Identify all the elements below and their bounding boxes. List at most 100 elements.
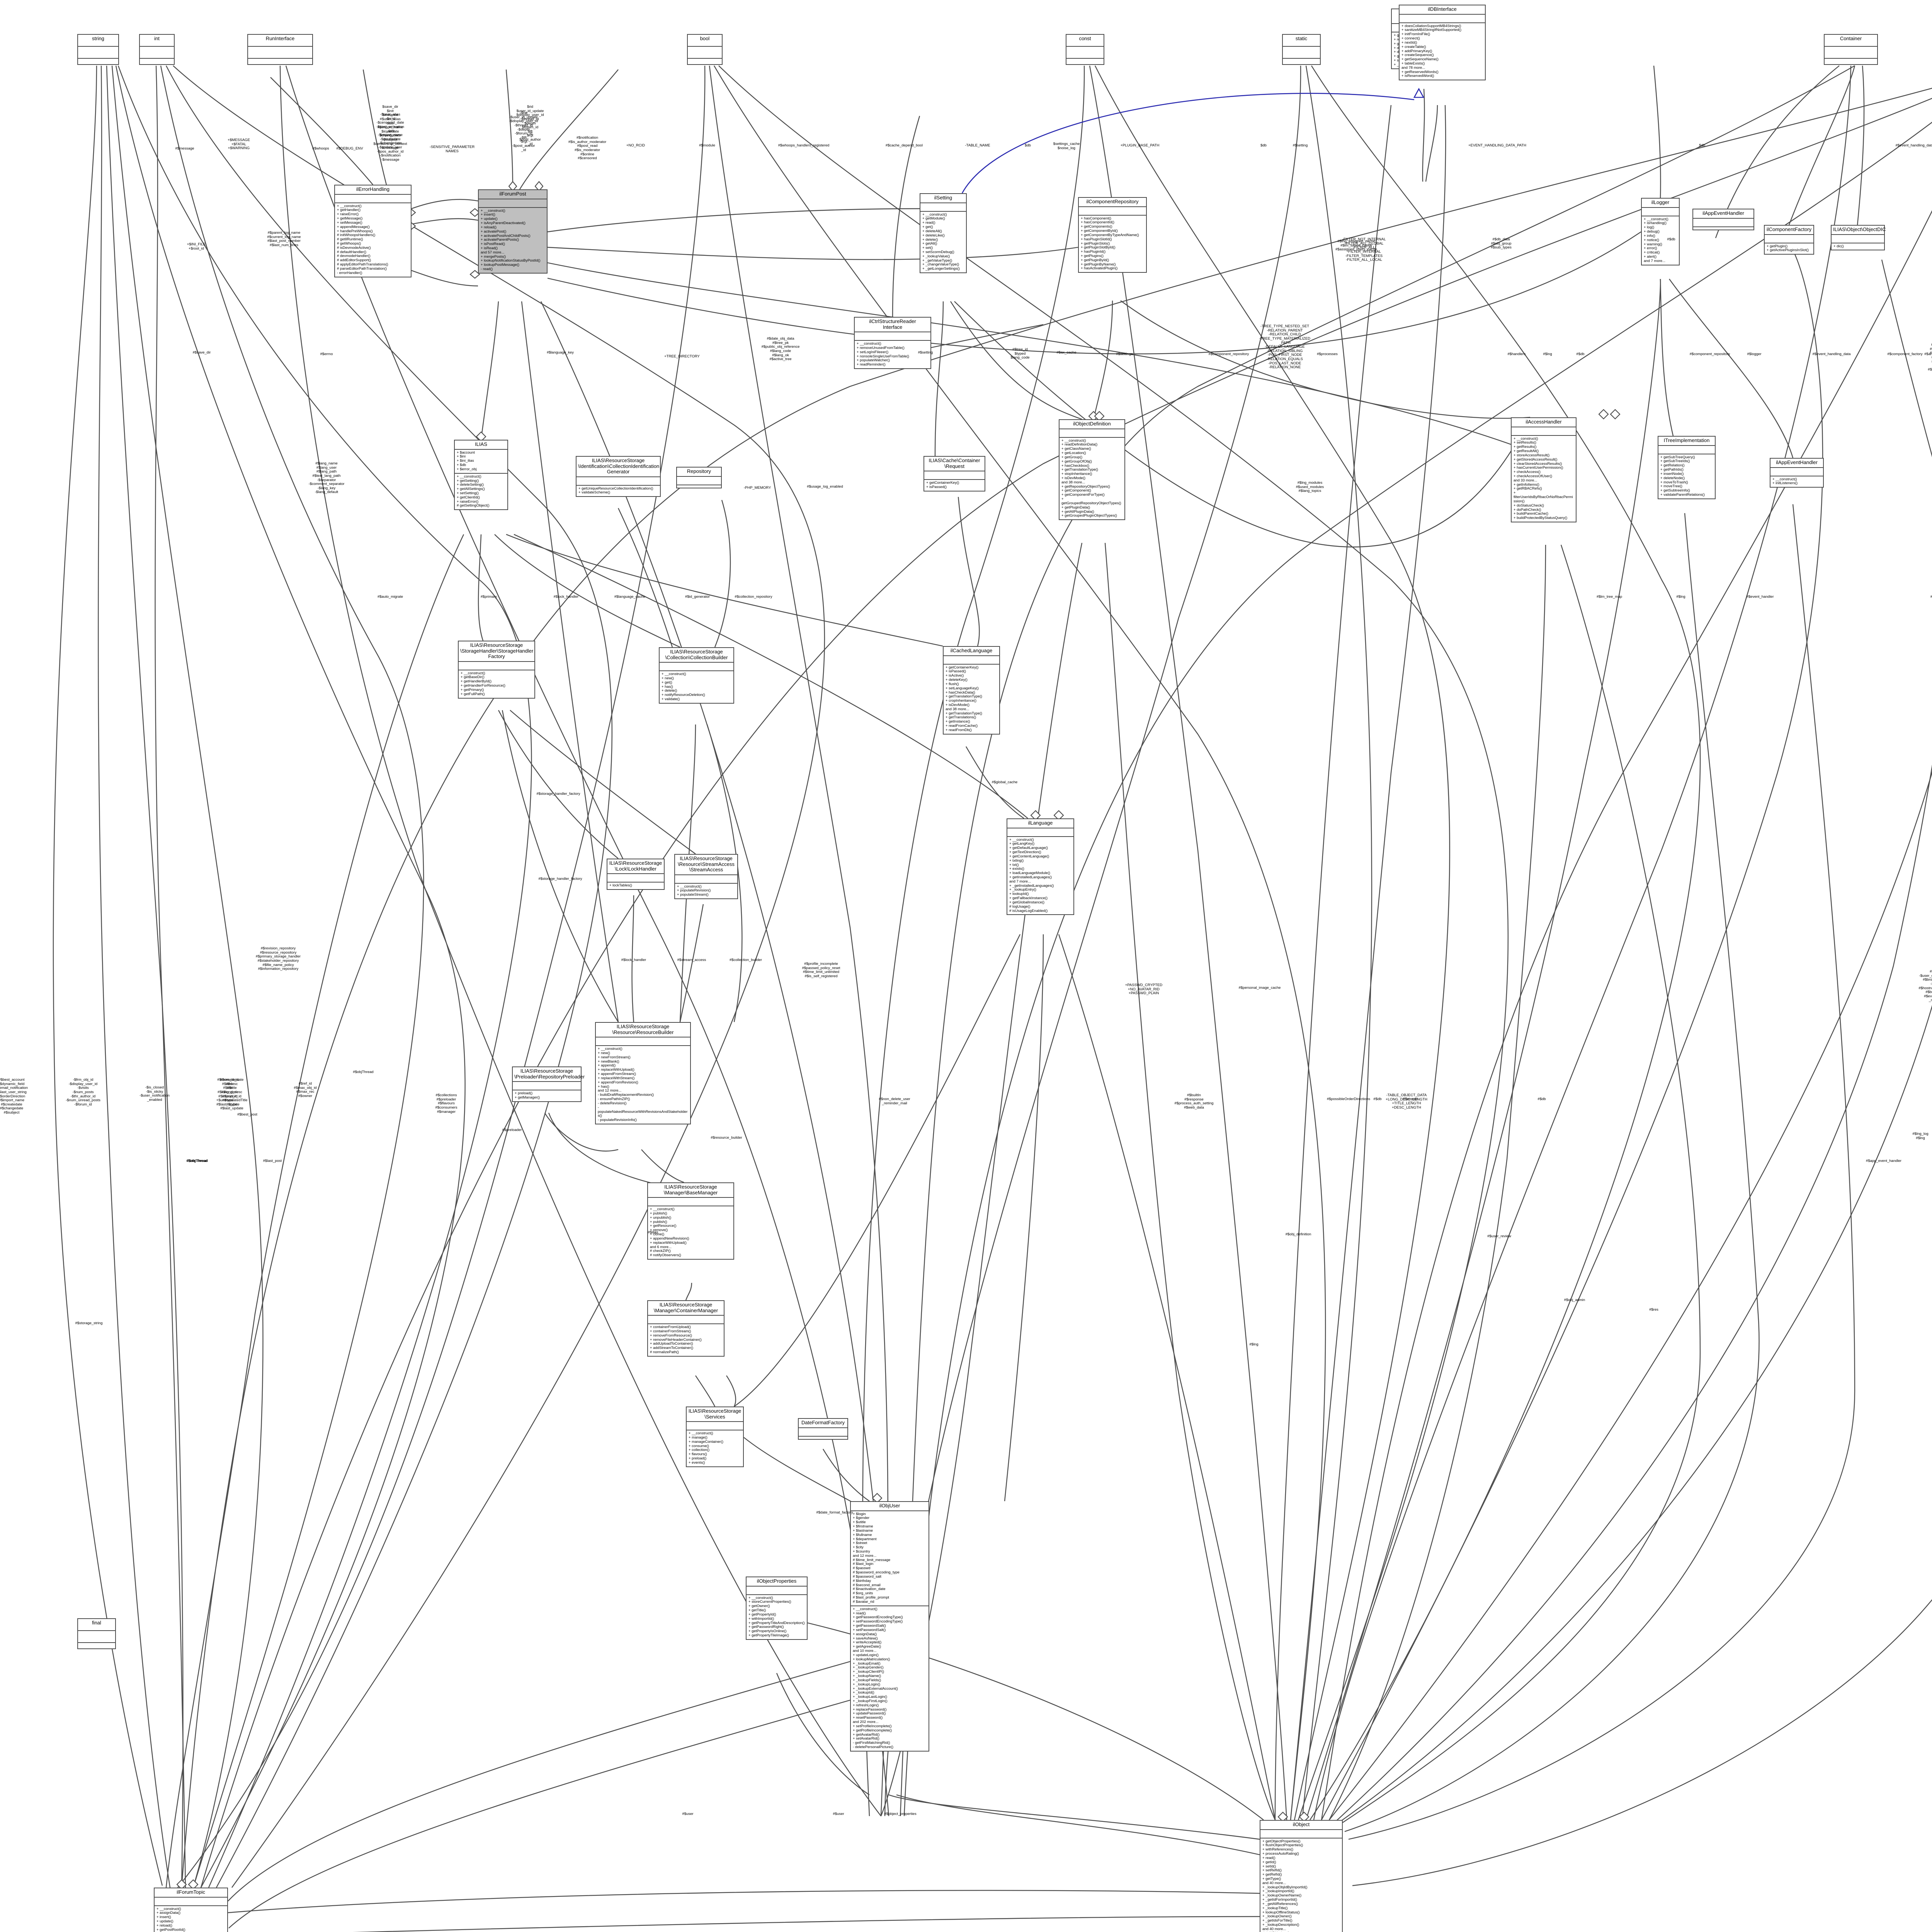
- class-operation: + isDevMode(): [946, 703, 970, 707]
- class-node-container[interactable]: Container: [1824, 34, 1878, 65]
- class-node-ilobjectdefinition[interactable]: ilObjectDefinition+ __construct()+ readD…: [1059, 419, 1125, 520]
- class-operation: + getHandlerForResource(): [461, 684, 505, 688]
- edge-label: #$global_cache: [992, 780, 1018, 784]
- class-node-attributes: [920, 203, 966, 212]
- class-node-runinterface[interactable]: RunInterface: [247, 34, 313, 65]
- class-node-ilias-resourcestorage-storagehandlerfactory[interactable]: ILIAS\ResourceStorage \StorageHandler\St…: [458, 641, 535, 699]
- class-operation: + getOwner(): [748, 1604, 770, 1609]
- class-operation: + _getInstalledLanguages(): [1009, 883, 1054, 888]
- class-operation: # isUsageLogEnabled(): [1009, 908, 1048, 913]
- class-operation: + raiseError(): [457, 499, 479, 504]
- class-node-ileventhandling[interactable]: ilAppEventHandler: [1692, 209, 1754, 230]
- class-node-ilappeventhandler[interactable]: ilAppEventHandler+ __construct()+ initLi…: [1770, 458, 1824, 488]
- class-node-attributes: [648, 1198, 733, 1207]
- class-node-illanguage[interactable]: ilLanguage+ __construct()+ getLangKey()+…: [1007, 818, 1074, 915]
- class-node-operations: + getObjectProperties()+ flushObjectProp…: [1260, 1838, 1342, 1932]
- edge-label: #$db: [1667, 237, 1675, 242]
- class-node-ilias-resourcestorage-lockhandler[interactable]: ILIAS\ResourceStorage \Lock\LockHandler+…: [607, 859, 665, 890]
- class-operation: + getPropertyIsOnline(): [748, 1629, 787, 1634]
- class-node-ilias-resourcestorage-identification[interactable]: ILIAS\ResourceStorage \Identification\Co…: [576, 456, 661, 497]
- class-operation: + getLangKey(): [1009, 842, 1035, 846]
- class-operation: + nonsoleSingleUseFromTable(): [857, 354, 909, 359]
- class-node-attributes: [513, 1082, 581, 1091]
- class-operation: + lookupMatriculation(): [853, 1657, 890, 1662]
- class-node-repository[interactable]: Repository: [676, 467, 722, 488]
- edge-label: #$object_properties: [884, 1812, 917, 1816]
- class-attribute: + $account: [457, 450, 475, 455]
- class-operation: + nextId(): [1401, 40, 1417, 45]
- class-node-operations: + __construct()+ isHandling()+ log()+ de…: [1642, 216, 1679, 265]
- class-node-ilias-resourcestorage-managercontainermanager[interactable]: ILIAS\ResourceStorage \Manager\Container…: [647, 1300, 724, 1357]
- class-operation: + setId(): [1262, 1864, 1276, 1869]
- edge-label: #$obj_definition: [1285, 1232, 1311, 1236]
- class-node-illogger[interactable]: ilLogger+ __construct()+ isHandling()+ l…: [1641, 198, 1680, 265]
- class-node-ilias[interactable]: ILIAS+ $account+ $ini+ $ini_ilias+ $db+ …: [454, 440, 508, 510]
- class-node-ilaccesshandler[interactable]: ilAccessHandler+ __construct()+ setResul…: [1511, 417, 1577, 523]
- class-node-final[interactable]: final: [77, 1618, 116, 1649]
- class-node-ilias-resourcestorage-services[interactable]: ILIAS\ResourceStorage \Services+ __const…: [686, 1406, 744, 1467]
- edge-label: #$collection_builder: [730, 958, 762, 962]
- class-node-ilcachedlanguage[interactable]: ilCachedLanguage+ getContainerKey()+ isP…: [943, 646, 1000, 735]
- class-node-ilias-object-objectdic[interactable]: ILIAS\Object\ObjectDIC+ dic(): [1831, 225, 1886, 251]
- class-attribute: + $firstname: [853, 1524, 873, 1529]
- class-node-ilforumpost[interactable]: ilForumPost+ __construct()+ insert()+ up…: [478, 189, 548, 274]
- class-node-string[interactable]: string: [77, 34, 119, 65]
- class-operation: + _lookupImportId(): [1262, 1889, 1294, 1894]
- class-operation: + replaceWithUpload(): [598, 1068, 634, 1072]
- class-operation: + txtlng(): [1009, 858, 1024, 863]
- class-attribute: + $country: [853, 1549, 870, 1554]
- class-node-bool[interactable]: bool: [687, 34, 723, 65]
- class-operation: + getManager(): [515, 1095, 540, 1100]
- class-node-ilerrorhandling[interactable]: ilErrorHandling+ __construct()+ getHandl…: [334, 185, 412, 277]
- class-operation: + _lookupEmail(): [853, 1661, 881, 1666]
- class-node-ilsetting[interactable]: ilSetting+ __construct()+ getModule()+ r…: [920, 193, 967, 274]
- class-node-ilias-cache-containerrequest[interactable]: ILIAS\Cache\Container \Request+ getConta…: [923, 456, 985, 492]
- class-node-int[interactable]: int: [139, 34, 175, 65]
- class-node-operations: + __construct()+ assignData()+ insert()+…: [155, 1906, 227, 1932]
- edge-label: -SENSITIVE_PARAMETER NAMES: [429, 145, 475, 153]
- class-node-ilforumtopic[interactable]: ilForumTopic+ __construct()+ assignData(…: [154, 1888, 228, 1932]
- class-node-operations: + lockTables(): [607, 883, 664, 889]
- class-operation: + getPluginSlots(): [1081, 241, 1110, 246]
- edge-label: #$ilias: [648, 1230, 658, 1235]
- class-node-ilcomponentrepository[interactable]: ilComponentRepository+ hasComponent()+ h…: [1078, 197, 1147, 273]
- class-node-itreeimplementation[interactable]: ITreeImplementation+ getSubTreeQuery()+ …: [1658, 436, 1716, 499]
- class-node-ilias-resourcestorage-streamaccess[interactable]: ILIAS\ResourceStorage \Resource\StreamAc…: [674, 854, 738, 900]
- class-operation: + getLocation(): [1061, 451, 1086, 456]
- edge-label: #$lock_handler: [553, 595, 579, 599]
- class-operation: + mergePosts(): [481, 254, 506, 259]
- class-operation: and 38 more...: [1061, 480, 1085, 485]
- class-operation: + getPluginById(): [1081, 258, 1109, 262]
- class-node-attributes: [155, 1898, 227, 1906]
- class-node-attributes: [1658, 446, 1715, 454]
- class-node-ilobjectproperties[interactable]: ilObjectProperties+ __construct()+ store…: [746, 1577, 808, 1640]
- class-operation: + getRefId(): [1262, 1872, 1282, 1877]
- class-node-ildbinterfacereal[interactable]: ilDBInterface+ doesCollationSupportMB4St…: [1399, 5, 1486, 81]
- class-node-ilias-resourcestorage-collectionbuilder[interactable]: ILIAS\ResourceStorage \Collection\Collec…: [659, 647, 734, 704]
- class-operation: + getPlugins(): [1081, 254, 1104, 258]
- class-node-const[interactable]: const: [1066, 34, 1104, 65]
- edge-label: #$settings: [1116, 352, 1133, 356]
- edge-label: #$message: [175, 146, 194, 151]
- class-node-ilobject[interactable]: ilObject+ getObjectProperties()+ flushOb…: [1260, 1820, 1343, 1932]
- edge-label: +$MESSAGE +$FATAL +$WARNING: [228, 138, 250, 151]
- class-operation: + containerFromUpload(): [650, 1325, 691, 1330]
- class-node-static[interactable]: static: [1282, 34, 1321, 65]
- class-node-dateformatfactory[interactable]: DateFormatFactory: [798, 1418, 848, 1440]
- edge-label: #$lm_tree_map: [1596, 595, 1622, 599]
- class-attribute: + $utitle: [853, 1520, 866, 1525]
- class-node-ilctrlstructurereader[interactable]: ilCtrlStructureReader Interface+ __const…: [854, 317, 931, 369]
- edge-label: #$preloader: [502, 1128, 522, 1132]
- class-node-ilias-resourcestorage-preloaderrepositorypreloader[interactable]: ILIAS\ResourceStorage \Preloader\Reposit…: [512, 1066, 585, 1102]
- class-node-ilcomponentfactory[interactable]: ilComponentFactory+ getPlugin()+ getActi…: [1764, 225, 1814, 255]
- edge-label: #$date_format_factory: [816, 1510, 853, 1515]
- class-operation: + _lookupId(): [853, 1690, 874, 1695]
- class-attribute: # $second_email: [853, 1583, 881, 1587]
- class-operation: + readReminder(): [857, 362, 886, 367]
- class-operation: + __construct(): [1514, 436, 1538, 441]
- class-node-title: ilLanguage: [1007, 819, 1073, 828]
- class-node-ilias-resourcestorage-resourcebuilder[interactable]: ILIAS\ResourceStorage \Resource\Resource…: [595, 1022, 691, 1124]
- class-operation: and 6 more...: [650, 1245, 672, 1249]
- class-node-ilobjuser[interactable]: ilObjUser+ $login+ $gender+ $utitle+ $fi…: [850, 1501, 929, 1752]
- class-node-ilias-resourcestorage-managerbasemanager[interactable]: ILIAS\ResourceStorage \Manager\BaseManag…: [647, 1182, 734, 1260]
